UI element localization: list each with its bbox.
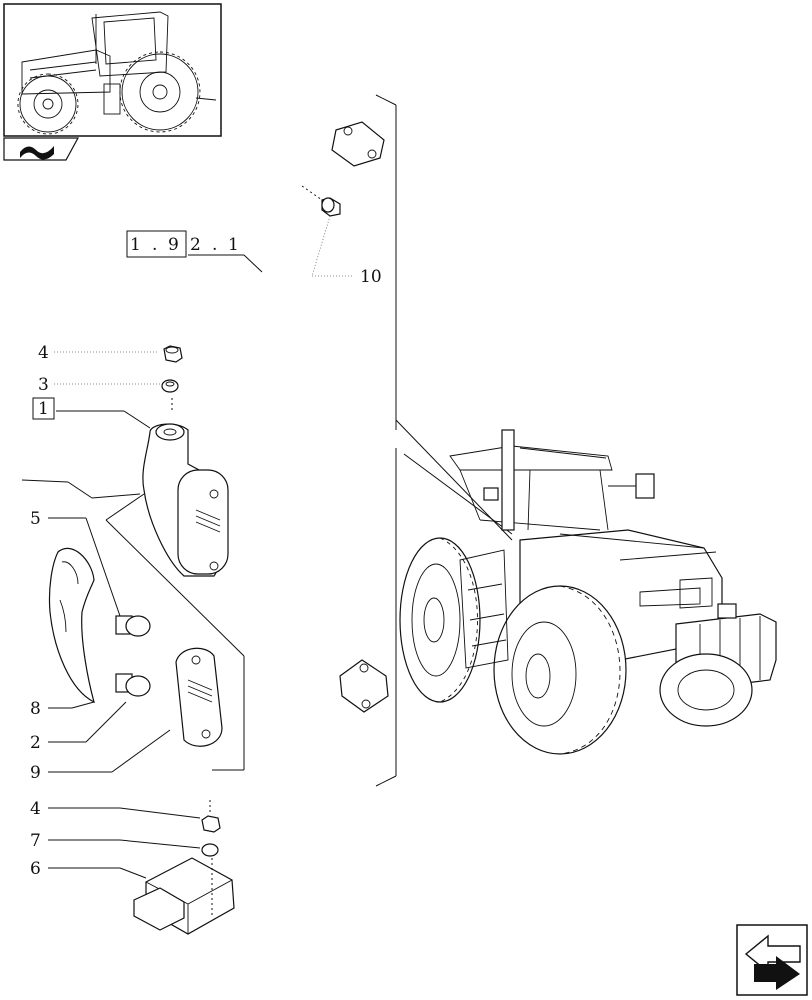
callout-5[interactable]: 5 — [30, 509, 41, 529]
bulb-lower[interactable] — [115, 673, 151, 697]
callout-4-upper[interactable]: 4 — [38, 343, 49, 363]
tractor-illustration — [395, 419, 777, 755]
next-page-arrow-icon[interactable] — [736, 924, 808, 996]
svg-text:1: 1 — [38, 399, 49, 419]
lamp-lens[interactable] — [175, 647, 223, 747]
bracket-line — [375, 94, 397, 106]
callout-2[interactable]: 2 — [30, 733, 41, 753]
section-tab-icon[interactable] — [3, 137, 80, 161]
ref-char-2: . — [152, 235, 157, 255]
callout-9[interactable]: 9 — [30, 763, 41, 783]
ref-char-5: . — [212, 235, 217, 255]
ref-char-6: 1 — [228, 235, 239, 255]
nut-lower[interactable] — [201, 815, 221, 833]
callout-3[interactable]: 3 — [38, 375, 49, 395]
ref-char-3: 9 — [168, 235, 179, 255]
tractor-thumbnail-icon[interactable] — [3, 3, 222, 137]
relay-module[interactable] — [133, 857, 235, 935]
callout-10[interactable]: 10 — [360, 267, 382, 287]
callout-7[interactable]: 7 — [30, 831, 41, 851]
screw-cap[interactable] — [301, 185, 341, 217]
callout-6[interactable]: 6 — [30, 859, 41, 879]
washer-lower[interactable] — [201, 843, 219, 857]
nut-upper[interactable] — [163, 345, 183, 363]
callout-8[interactable]: 8 — [30, 699, 41, 719]
ref-char-1: 1 — [130, 235, 141, 255]
ref-char-4: 2 — [190, 235, 201, 255]
washer[interactable] — [161, 379, 179, 393]
callout-4-lower[interactable]: 4 — [30, 799, 41, 819]
bracket-line — [375, 775, 397, 787]
callout-1-boxed[interactable]: 1 — [32, 397, 55, 420]
bulb-upper[interactable] — [115, 615, 151, 637]
grab-handle-rail[interactable] — [241, 121, 389, 713]
reference-label[interactable]: 1 . 9 2 . 1 — [126, 230, 263, 273]
lamp-assembly[interactable] — [142, 423, 229, 577]
gasket-seal[interactable] — [48, 547, 95, 704]
